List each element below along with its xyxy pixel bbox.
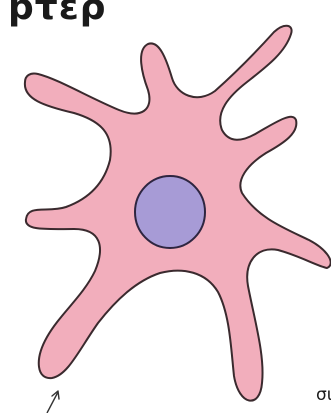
- nucleus: [135, 176, 205, 248]
- cropped-label-fragment: σι: [316, 385, 331, 405]
